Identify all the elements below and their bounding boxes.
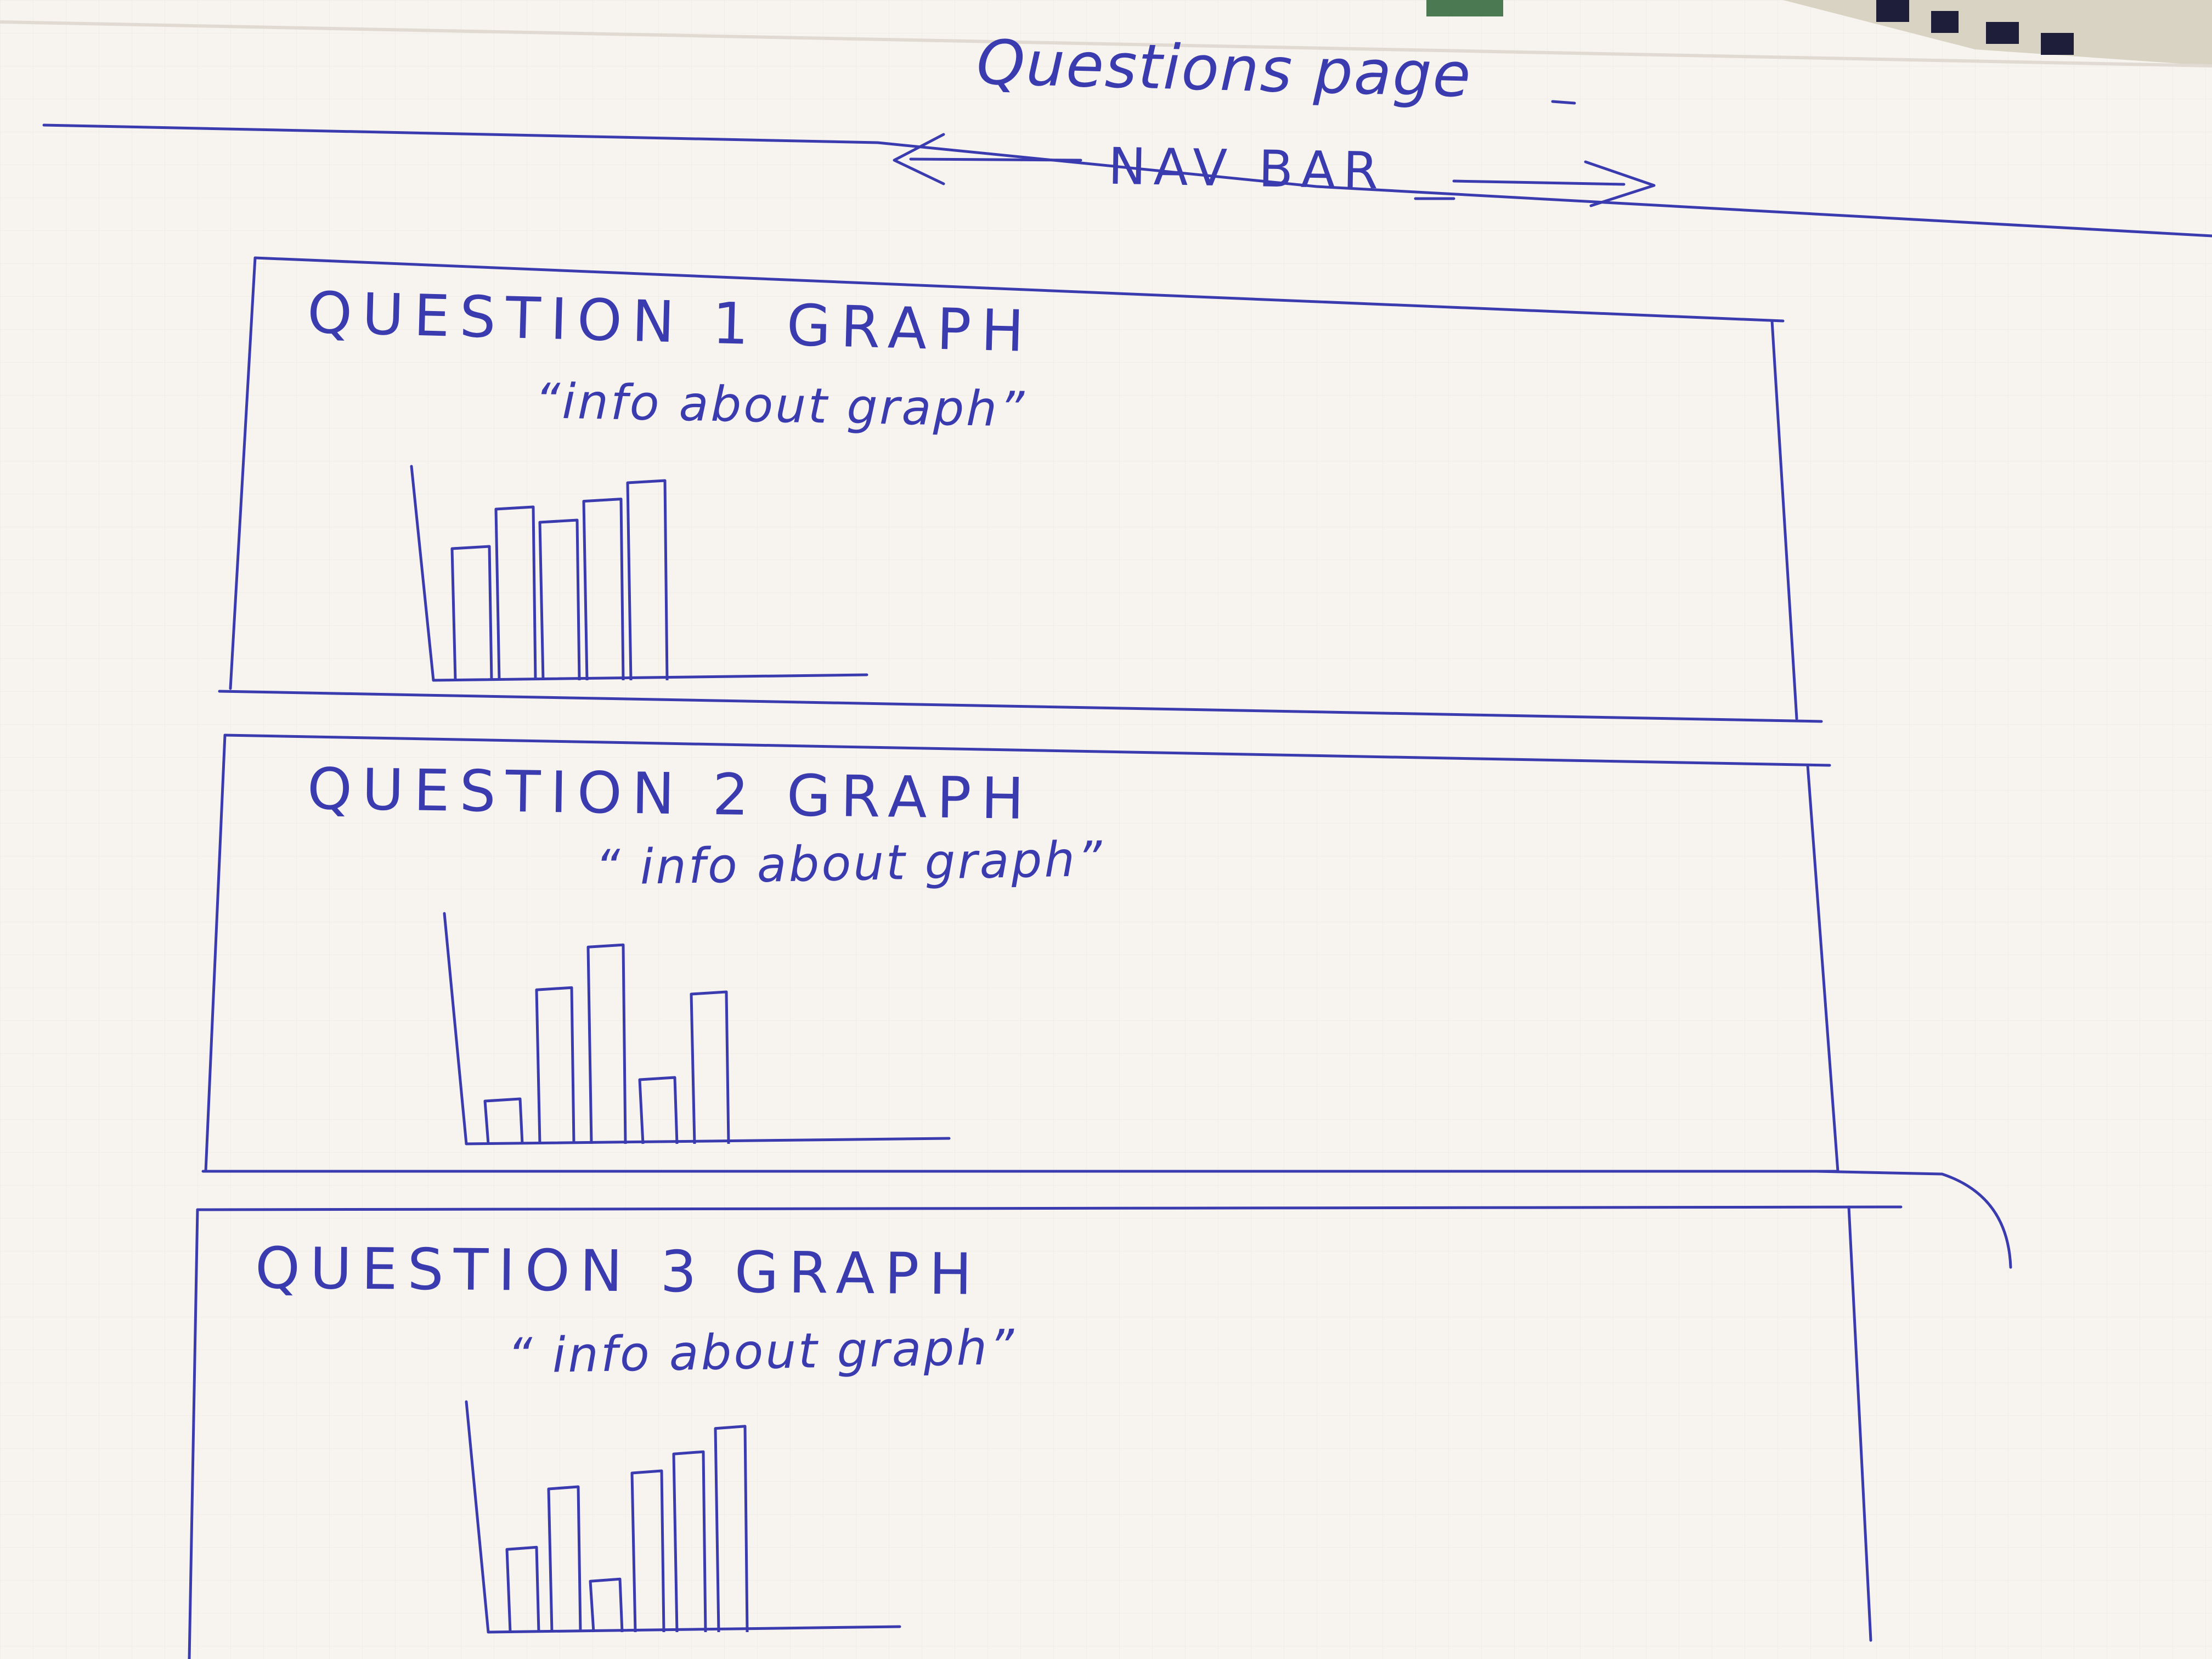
question-2-bar-chart: [443, 912, 951, 1146]
chart-bar: [690, 990, 730, 1144]
page-title: Questions page: [975, 27, 1473, 111]
title-dash: [1551, 100, 1576, 105]
question-1-title: QUESTION 1 GRAPH: [306, 279, 1035, 365]
nav-right-arrow-icon: [1414, 160, 1656, 207]
question-3-info: “ info about graph”: [507, 1318, 1017, 1385]
chart-bar: [626, 479, 669, 681]
chart-bar: [589, 1577, 624, 1633]
y-axis: [443, 912, 468, 1146]
question-1-bar-chart: [410, 465, 868, 682]
chart-bar: [505, 1545, 540, 1633]
chart-bar: [535, 986, 575, 1144]
chart-bar: [586, 943, 627, 1144]
chart-bar: [638, 1076, 679, 1144]
y-axis: [410, 465, 435, 682]
question-1-info: “info about graph”: [534, 373, 1027, 438]
x-axis: [432, 673, 868, 682]
chart-bar: [630, 1469, 665, 1633]
chart-bar: [494, 505, 537, 681]
question-3-title: QUESTION 3 GRAPH: [255, 1234, 983, 1308]
question-1-card-border: [218, 256, 1823, 723]
chart-bar: [582, 498, 625, 681]
x-axis: [487, 1625, 901, 1634]
x-axis: [465, 1137, 951, 1146]
nav-bar-label[interactable]: NAV BAR: [1108, 137, 1386, 201]
question-2-title: QUESTION 2 GRAPH: [307, 755, 1035, 833]
question-3-bar-chart: [465, 1400, 901, 1634]
question-2-info: “ info about graph”: [595, 830, 1105, 896]
question-2-card-border: [201, 733, 1839, 1173]
header-divider: [42, 123, 2212, 238]
chart-bar: [538, 518, 581, 681]
nav-left-arrow-icon: [893, 133, 1082, 185]
question-3-card-border: [188, 1170, 2012, 1659]
chart-bar: [714, 1425, 749, 1633]
chart-bar: [483, 1097, 524, 1144]
chart-bar: [672, 1450, 707, 1633]
y-axis: [465, 1400, 490, 1634]
chart-bar: [450, 545, 493, 681]
chart-bar: [547, 1485, 582, 1633]
